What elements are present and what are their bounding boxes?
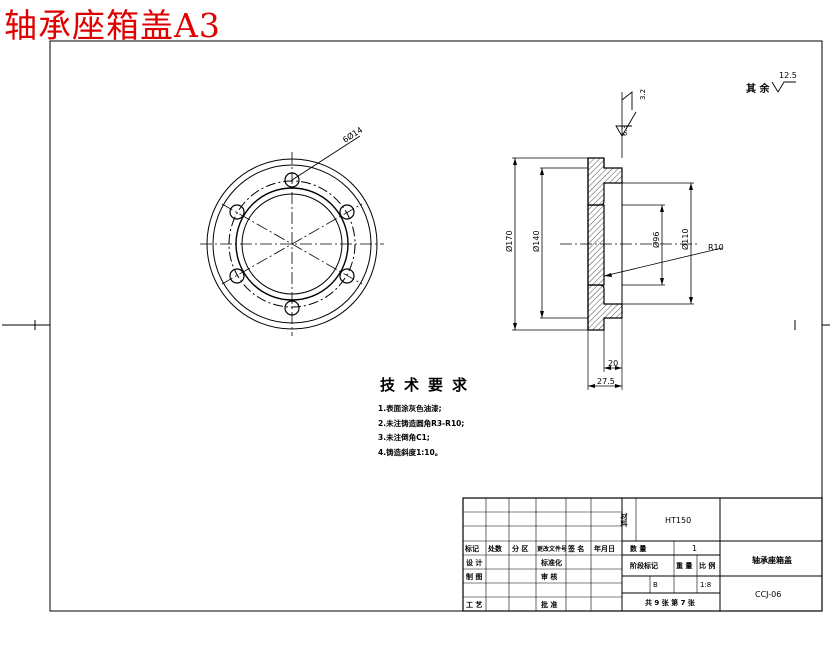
tb-zone: 分 区 [512,544,528,553]
tb-standardize: 标准化 [540,558,562,567]
tb-stage-value: B [653,581,658,589]
section-web [587,204,605,286]
tb-mark: 标记 [464,544,479,553]
dim-20: 20 [608,359,618,368]
dim-d110: Ø110 [680,228,690,250]
section-lower [587,284,623,331]
tech-requirement-item: 2.未注铸造圆角R3-R10; [378,418,465,428]
dim-d170: Ø170 [504,230,514,252]
surface-note-value: 12.5 [779,71,797,80]
tb-date: 年月日 [594,544,615,553]
tb-design: 设 计 [466,558,482,567]
tb-qty-value: 1 [692,544,697,553]
surface-note-label: 其 余 [746,82,770,95]
dim-27-5: 27.5 [597,377,615,386]
roughness-3-2: 3.2 [639,89,647,100]
centering-marks [2,320,830,330]
section-upper [587,157,623,206]
tech-requirement-item: 3.未注倒角C1; [378,433,430,442]
tb-ratio: 比 例 [699,561,715,570]
tb-review: 审 核 [541,572,557,581]
tb-sheets: 共 9 张 第 7 张 [645,598,696,607]
tb-material-label: 材料 [620,512,629,528]
tb-signature: 签 名 [567,544,584,553]
title-block [462,497,823,612]
page-title: 轴承座箱盖A3 [4,6,221,45]
hole-callout: 6Ø14 [341,125,365,145]
tb-weight: 重 量 [676,561,692,570]
tb-count: 处数 [487,544,503,553]
tb-qty-label: 数 量 [630,544,646,553]
tech-requirement-item: 1.表面涂灰色油漆; [378,404,442,413]
tb-change-doc: 更改文件号 [537,545,567,553]
tb-material: HT150 [665,516,691,525]
dim-d96: Ø96 [651,232,661,248]
tech-requirements-title: 技术要求 [380,376,477,394]
dim-d140: Ø140 [531,230,541,252]
tb-drafting: 制 图 [466,572,482,581]
front-view [200,135,384,336]
tb-process: 工 艺 [466,600,482,609]
tech-requirement-item: 4.铸造斜度1:10。 [378,447,443,457]
dim-r10: R10 [708,243,724,252]
tb-ratio-value: 1:8 [700,581,711,589]
front-centerlines [200,152,384,336]
tb-stage-mark: 阶段标记 [630,561,658,570]
drawing-frame [49,40,823,612]
roughness-6-3: 6.3 [621,125,629,136]
section-view [512,81,796,390]
tb-approve: 批 准 [541,600,557,609]
tech-requirements-list: 1.表面涂灰色油漆; 2.未注铸造圆角R3-R10; 3.未注倒角C1; 4.铸… [378,402,464,460]
tb-drawing-no: CCJ-06 [755,590,781,599]
hole-leader [291,135,361,181]
tb-part-name: 轴承座箱盖 [752,555,792,565]
